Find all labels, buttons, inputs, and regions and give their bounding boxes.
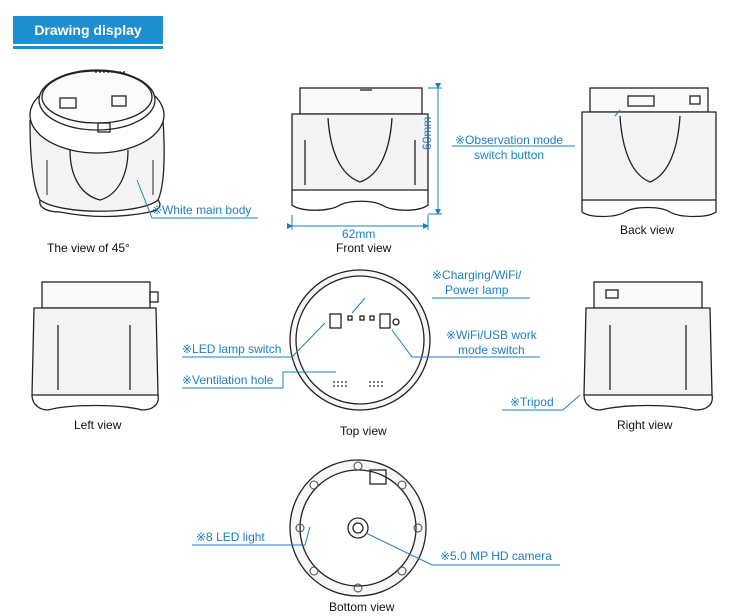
annotation-camera: ※5.0 MP HD camera xyxy=(440,549,552,563)
dimension-width: 62mm xyxy=(342,227,376,241)
title-underline xyxy=(13,46,163,49)
top-view-drawing xyxy=(289,269,431,411)
dimension-height: 60mm xyxy=(420,116,434,150)
front-dimension-lines xyxy=(287,83,442,230)
annotation-charging-lamp-line1: ※Charging/WiFi/ xyxy=(432,268,522,282)
annotation-wifi-usb-line1: ※WiFi/USB work xyxy=(446,328,537,342)
front-view-drawing xyxy=(291,87,429,211)
section-title: Drawing display xyxy=(13,16,163,44)
annotation-tripod: ※Tripod xyxy=(510,395,554,409)
annotation-observation-mode: ※Observation mode switch button xyxy=(455,133,563,163)
led-lights xyxy=(295,461,423,593)
annotation-wifi-usb-line2: mode switch xyxy=(458,343,525,357)
ventilation-dots xyxy=(333,381,383,387)
back-view-drawing xyxy=(581,87,717,218)
annotation-led-light: ※8 LED light xyxy=(196,530,265,544)
caption-bottom-view: Bottom view xyxy=(329,600,395,614)
left-view-drawing xyxy=(31,281,159,411)
annotation-observation-mode-line1: ※Observation mode xyxy=(455,133,564,147)
annotation-led-switch: ※LED lamp switch xyxy=(182,342,282,356)
caption-right-view: Right view xyxy=(617,418,673,432)
caption-front-view: Front view xyxy=(336,241,392,255)
caption-back-view: Back view xyxy=(620,223,675,237)
annotation-charging-lamp: ※Charging/WiFi/ Power lamp xyxy=(432,268,521,298)
bottom-view-drawing xyxy=(289,459,427,597)
annotation-wifi-usb: ※WiFi/USB work mode switch xyxy=(446,328,537,358)
right-view-drawing xyxy=(583,281,713,411)
caption-top-view: Top view xyxy=(340,424,387,438)
annotation-observation-mode-line2: switch button xyxy=(474,148,545,162)
annotation-ventilation: ※Ventilation hole xyxy=(182,373,274,387)
annotation-leaders xyxy=(136,109,621,566)
caption-view-45: The view of 45° xyxy=(47,241,130,255)
caption-left-view: Left view xyxy=(74,418,122,432)
annotation-charging-lamp-line2: Power lamp xyxy=(445,283,509,297)
view-45-drawing xyxy=(29,69,165,218)
annotation-white-body: ※White main body xyxy=(152,203,252,217)
